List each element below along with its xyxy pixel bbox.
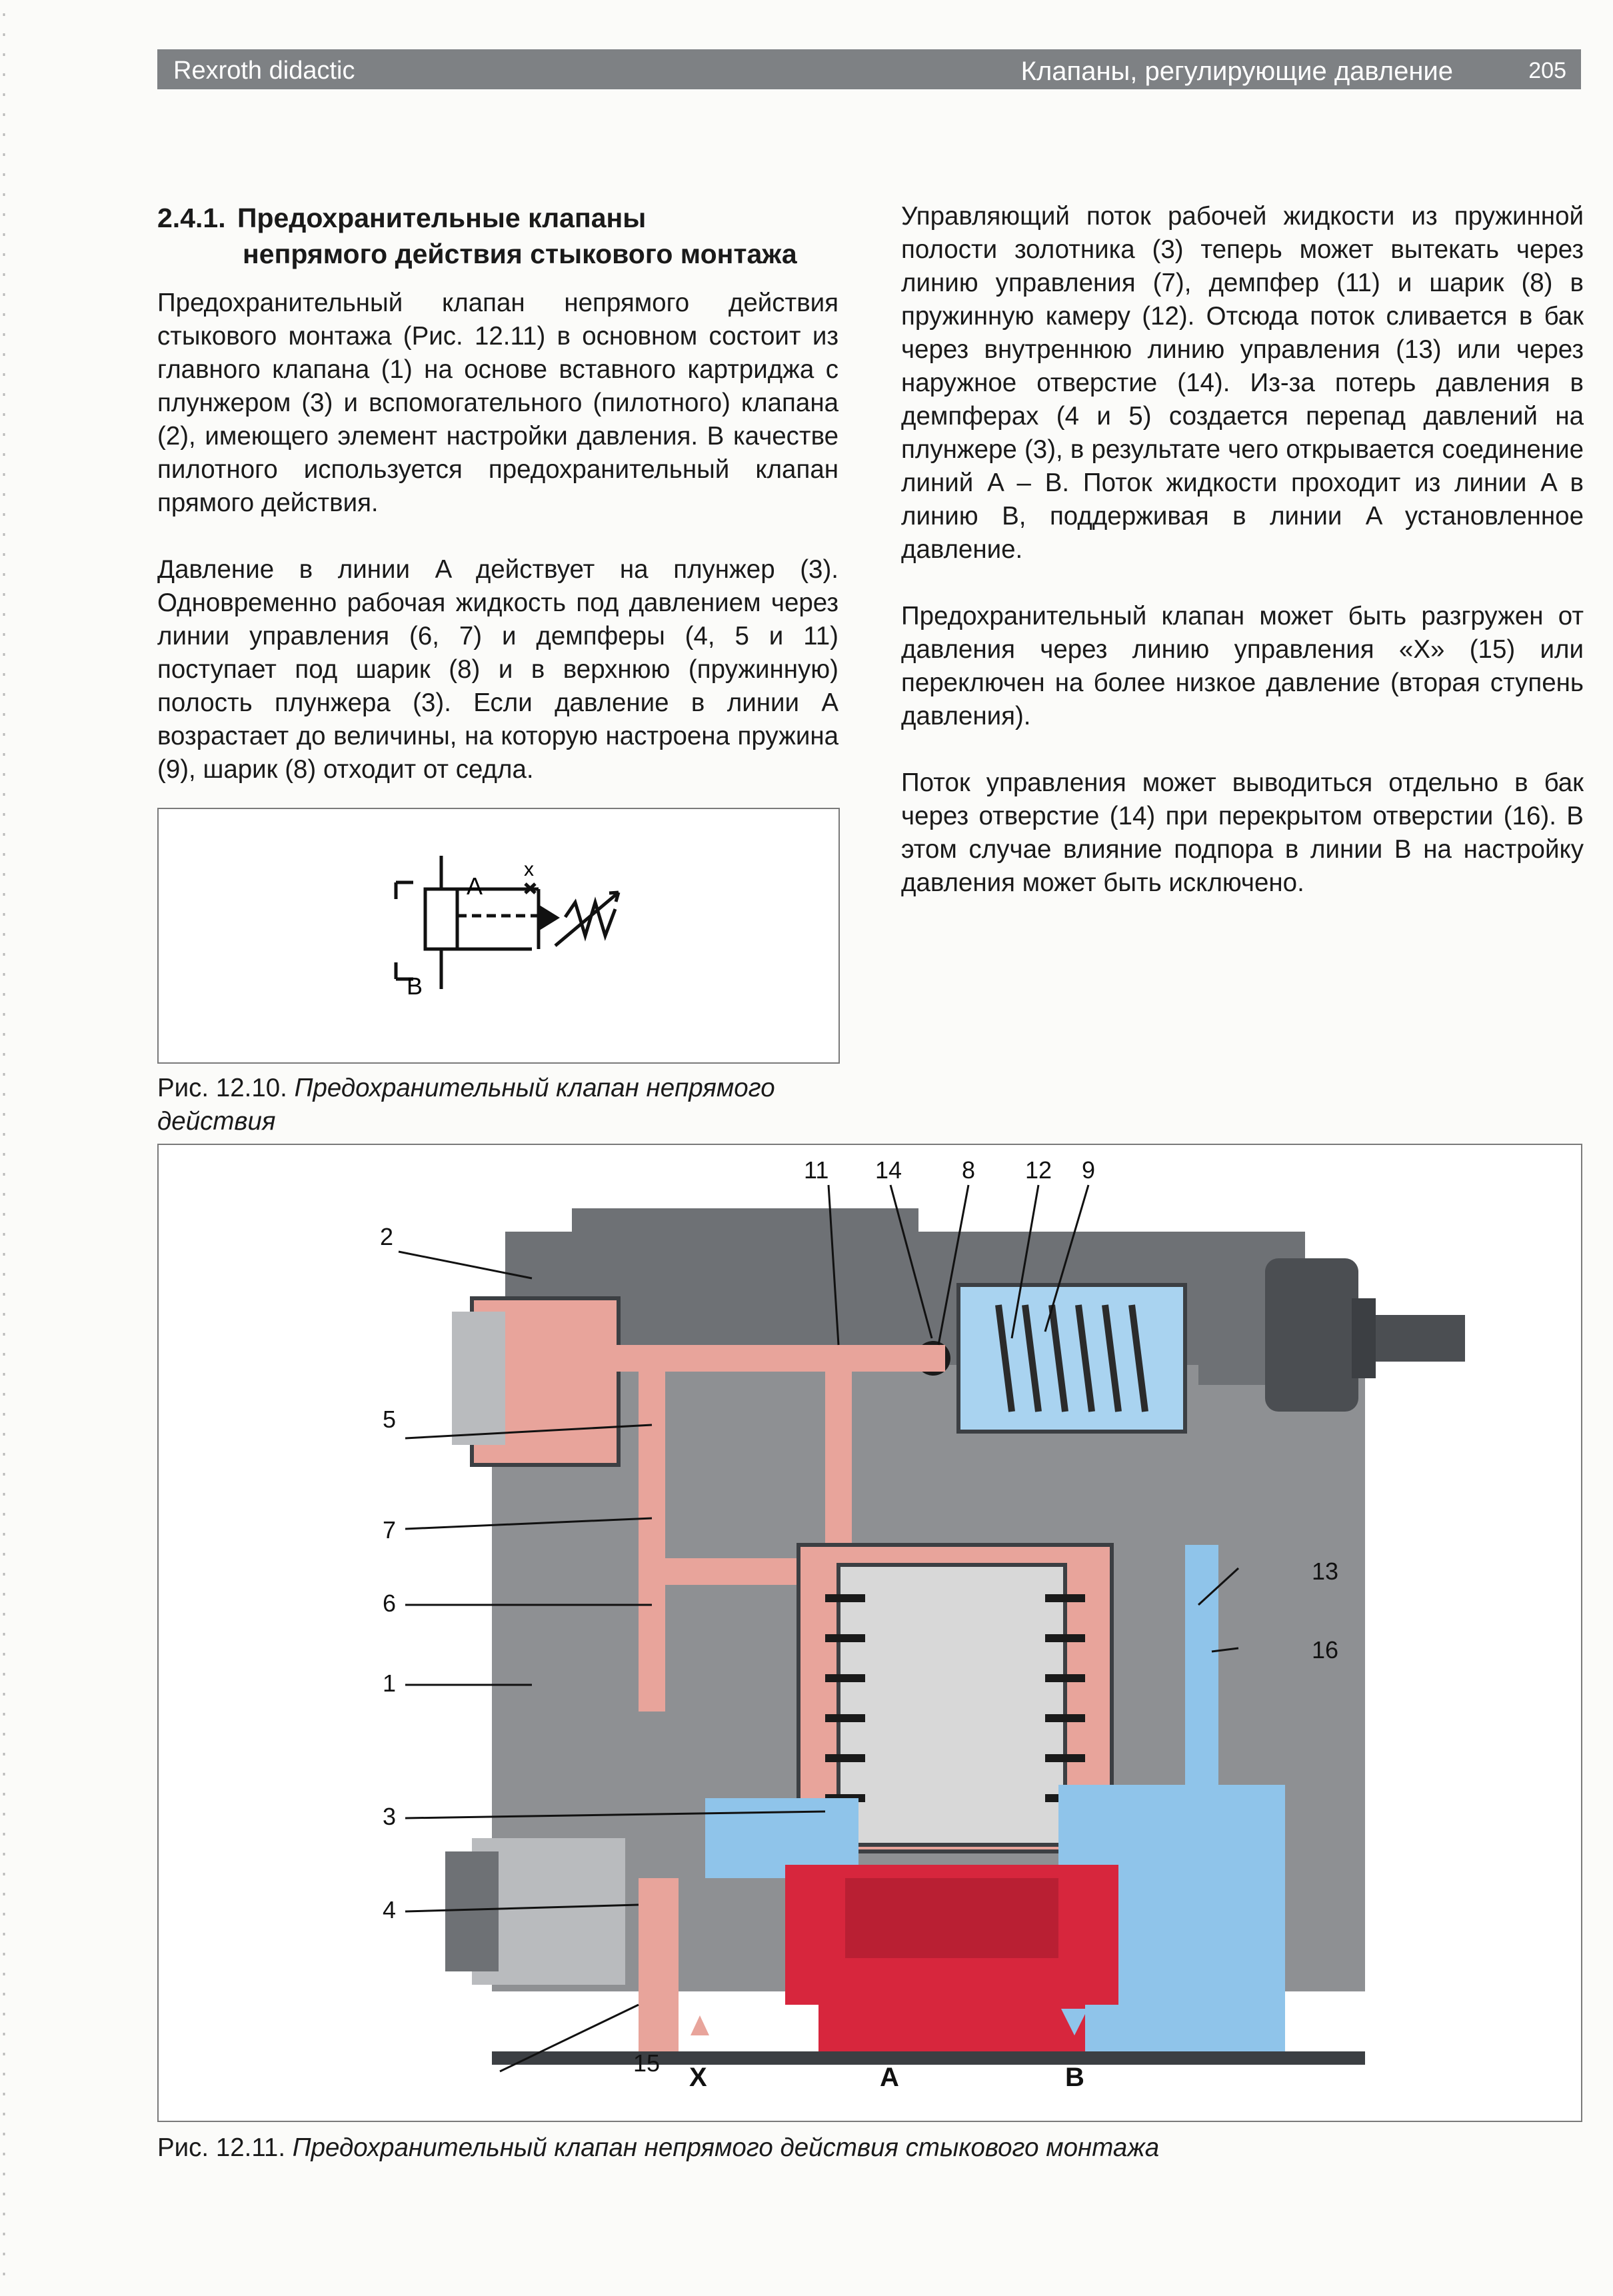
left-paragraph-1: Предохранительный клапан непрямого дейст… <box>157 289 838 517</box>
figure-12-10: A B x <box>157 808 840 1064</box>
right-column: Управляющий поток рабочей жидкости из пр… <box>901 200 1584 933</box>
valve-body <box>445 1208 1465 2065</box>
callout-6: 6 <box>383 1590 396 1617</box>
fig11-port-x: X <box>689 2063 707 2092</box>
relief-valve-symbol: A B x <box>394 856 621 1000</box>
callout-15: 15 <box>633 2049 660 2077</box>
binding-edge <box>0 0 9 2293</box>
right-paragraph-1: Управляющий поток рабочей жидкости из пр… <box>901 202 1584 564</box>
callout-14: 14 <box>875 1156 902 1184</box>
page-number: 205 <box>1528 58 1566 83</box>
fig11-port-a: A <box>880 2063 899 2092</box>
section-heading-line2: непрямого действия стыкового монтажа <box>243 239 797 269</box>
fig10-port-a: A <box>467 872 483 900</box>
fig10-caption-title: Предохранительный клапан непрямого дейст… <box>157 1074 775 1136</box>
callout-3: 3 <box>383 1803 396 1830</box>
right-paragraph-3: Поток управления может выводиться отдель… <box>901 768 1584 897</box>
fig11-caption-prefix: Рис. 12.11. <box>157 2133 286 2162</box>
callout-8: 8 <box>962 1156 975 1184</box>
callout-7: 7 <box>383 1516 396 1544</box>
header-section-title: Клапаны, регулирующие давление <box>1020 57 1453 86</box>
left-paragraph-2: Давление в линии A действует на плунжер … <box>157 555 838 784</box>
callout-16: 16 <box>1312 1636 1338 1664</box>
callout-9: 9 <box>1082 1156 1095 1184</box>
section-heading: 2.4.1. Предохранительные клапаны непрямог… <box>157 200 838 272</box>
callout-13: 13 <box>1312 1558 1338 1585</box>
callout-leaders <box>398 1184 1240 2073</box>
callout-2: 2 <box>380 1223 393 1250</box>
figure-12-11: 11 14 8 12 9 2 5 7 6 1 13 16 3 4 15 X A … <box>157 1144 1582 2122</box>
fig10-port-x: x <box>524 858 534 880</box>
section-heading-line1: Предохранительные клапаны <box>237 203 647 233</box>
figure-12-10-caption: Рис. 12.10. Предохранительный клапан неп… <box>157 1072 850 1138</box>
callout-4: 4 <box>383 1896 396 1923</box>
callout-1: 1 <box>383 1670 396 1697</box>
figure-12-11-caption: Рис. 12.11. Предохранительный клапан неп… <box>157 2131 1490 2165</box>
callout-11: 11 <box>804 1156 828 1184</box>
header-brand: Rexroth didactic <box>173 57 355 85</box>
fig10-port-b: B <box>407 972 423 1000</box>
fig11-port-b: B <box>1065 2063 1084 2092</box>
left-column: 2.4.1. Предохранительные клапаны непрямог… <box>157 200 838 820</box>
valve-cross-section: 11 14 8 12 9 2 5 7 6 1 13 16 3 4 15 X A … <box>380 1156 1465 2092</box>
page-header: Rexroth didactic Клапаны, регулирующие д… <box>157 49 1581 89</box>
callout-12: 12 <box>1025 1156 1052 1184</box>
section-number: 2.4.1. <box>157 203 226 233</box>
fig11-caption-title: Предохранительный клапан непрямого дейст… <box>292 2133 1160 2162</box>
fig10-caption-prefix: Рис. 12.10. <box>157 1074 287 1102</box>
callout-5: 5 <box>383 1406 396 1433</box>
right-paragraph-2: Предохранительный клапан может быть разг… <box>901 602 1584 730</box>
